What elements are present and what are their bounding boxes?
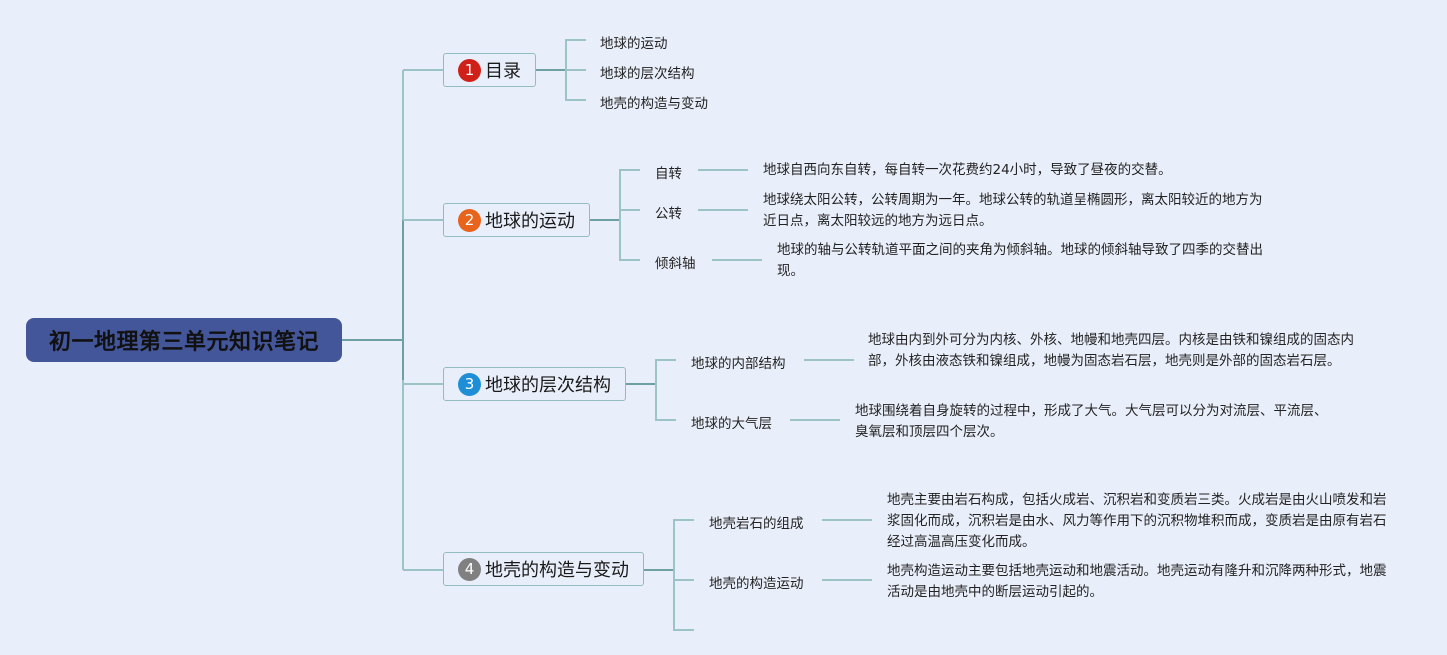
t3-bracket xyxy=(655,359,676,421)
topic-node-2[interactable]: 2 地球的运动 xyxy=(443,203,590,237)
t1-bracket xyxy=(565,39,586,101)
root-title: 初一地理第三单元知识笔记 xyxy=(48,330,319,355)
subtopic-node[interactable]: 地壳的构造与变动 xyxy=(600,96,708,112)
number-badge-icon: 1 xyxy=(458,58,481,82)
topic-node-3[interactable]: 3 地球的层次结构 xyxy=(443,367,626,401)
t4-bracket xyxy=(673,519,694,631)
subtopic-node[interactable]: 倾斜轴 xyxy=(655,256,696,272)
number-badge-icon: 3 xyxy=(458,372,481,396)
topic-node-1[interactable]: 1 目录 xyxy=(443,53,536,87)
topic-label: 地球的层次结构 xyxy=(485,375,611,396)
topic-label: 地壳的构造与变动 xyxy=(485,560,629,581)
subtopic-node[interactable]: 地球的运动 xyxy=(600,36,668,52)
subtopic-node[interactable]: 地球的大气层 xyxy=(691,416,772,432)
subtopic-node[interactable]: 地球的层次结构 xyxy=(600,66,695,82)
note-text: 地球绕太阳公转，公转周期为一年。地球公转的轨道呈椭圆形，离太阳较近的地方为近日点… xyxy=(763,192,1263,229)
t2-bracket xyxy=(619,169,640,261)
note-text: 地球由内到外可分为内核、外核、地幔和地壳四层。内核是由铁和镍组成的固态内部，外核… xyxy=(868,332,1354,369)
note-text: 地球围绕着自身旋转的过程中，形成了大气。大气层可以分为对流层、平流层、臭氧层和顶… xyxy=(855,403,1328,440)
subtopic-node[interactable]: 自转 xyxy=(655,166,682,182)
topic-node-4[interactable]: 4 地壳的构造与变动 xyxy=(443,552,644,586)
subtopic-node[interactable]: 公转 xyxy=(655,206,682,222)
subtopic-node[interactable]: 地球的内部结构 xyxy=(691,356,786,372)
note-text: 地壳构造运动主要包括地壳运动和地震活动。地壳运动有隆升和沉降两种形式，地震活动是… xyxy=(887,563,1387,600)
topic-label: 目录 xyxy=(485,61,521,82)
subtopic-node[interactable]: 地壳岩石的组成 xyxy=(709,516,804,532)
subtopic-node[interactable]: 地壳的构造运动 xyxy=(709,576,804,592)
note-text: 地球的轴与公转轨道平面之间的夹角为倾斜轴。地球的倾斜轴导致了四季的交替出现。 xyxy=(777,242,1263,279)
number-badge-icon: 4 xyxy=(458,557,481,581)
topic-label: 地球的运动 xyxy=(485,211,575,232)
number-badge-icon: 2 xyxy=(458,208,481,232)
note-text: 地球自西向东自转，每自转一次花费约24小时，导致了昼夜的交替。 xyxy=(763,162,1172,178)
note-text: 地壳主要由岩石构成，包括火成岩、沉积岩和变质岩三类。火成岩是由火山喷发和岩浆固化… xyxy=(887,492,1387,550)
root-node[interactable]: 初一地理第三单元知识笔记 xyxy=(26,318,342,362)
